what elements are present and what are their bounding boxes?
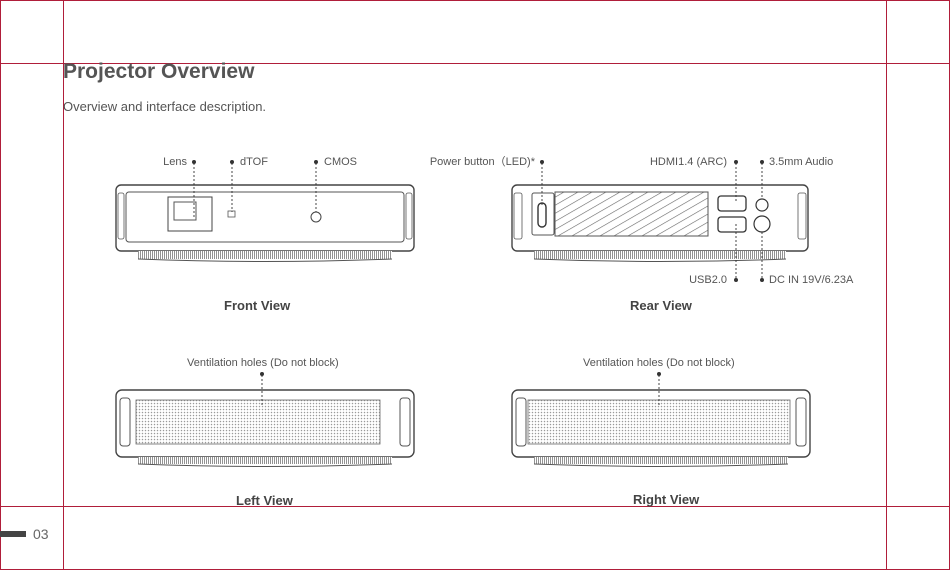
right-view-drawing	[512, 372, 810, 467]
callout-cmos: CMOS	[324, 156, 357, 169]
callout-lens: Lens	[163, 156, 187, 169]
left-view-drawing	[116, 372, 414, 467]
callout-usb: USB2.0	[689, 274, 727, 287]
right-view-caption: Right View	[633, 492, 699, 507]
callout-dc-in: DC IN 19V/6.23A	[769, 274, 853, 287]
callout-power-button: Power button（LED)*	[430, 156, 535, 169]
callout-dtof: dTOF	[240, 156, 268, 169]
rear-view-caption: Rear View	[630, 298, 692, 313]
page-number-bar	[0, 531, 26, 537]
callout-left-ventilation: Ventilation holes (Do not block)	[187, 357, 339, 370]
front-view-drawing	[116, 160, 414, 262]
front-view-caption: Front View	[224, 298, 290, 313]
left-view-caption: Left View	[236, 493, 293, 508]
rear-view-drawing	[512, 160, 808, 282]
page-number: 03	[33, 526, 49, 542]
callout-right-ventilation: Ventilation holes (Do not block)	[583, 357, 735, 370]
callout-audio: 3.5mm Audio	[769, 156, 833, 169]
callout-hdmi: HDMI1.4 (ARC)	[650, 156, 727, 169]
